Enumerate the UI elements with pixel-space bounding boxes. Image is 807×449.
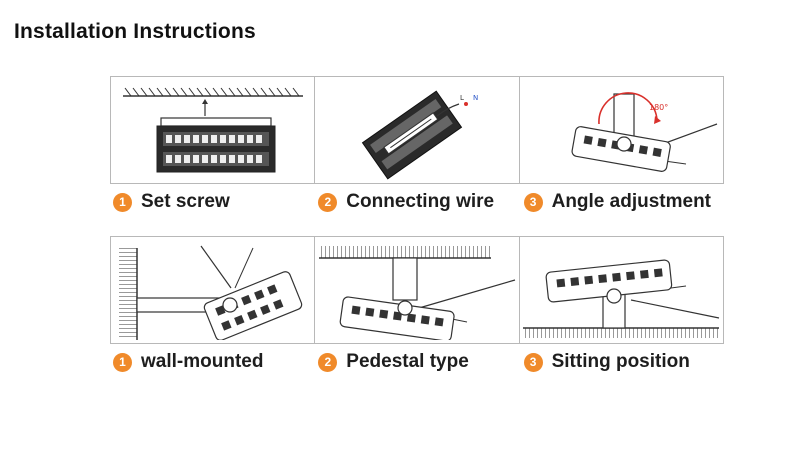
panel-set-screw	[110, 76, 316, 184]
step-number-badge: 3	[523, 352, 543, 372]
caption-row-bottom: 1 wall-mounted 2 Pedestal type 3 Sitting…	[110, 344, 726, 380]
caption-label: wall-mounted	[141, 351, 264, 372]
wire-label-n: N	[473, 94, 478, 102]
caption-label: Set screw	[141, 191, 230, 212]
ceiling-bracket-illustration	[122, 87, 303, 173]
wall-mount-illustration	[118, 245, 302, 340]
wire-label-l: L	[460, 94, 464, 102]
step-number-badge: 2	[318, 192, 338, 212]
illustration-row-top: L N 180°	[110, 76, 726, 184]
caption-label: Sitting position	[551, 351, 690, 372]
caption-angle-adjustment: 3 Angle adjustment	[521, 191, 726, 213]
panel-angle-adjustment: 180°	[518, 76, 724, 184]
caption-sitting-position: 3 Sitting position	[521, 351, 726, 373]
caption-label: Pedestal type	[346, 351, 469, 372]
panel-wall-mounted	[110, 236, 316, 344]
step-number-badge: 3	[523, 192, 543, 212]
sitting-illustration	[523, 259, 720, 338]
caption-set-screw: 1 Set screw	[110, 191, 315, 213]
step-number-badge: 1	[113, 352, 132, 372]
caption-label: Connecting wire	[346, 191, 495, 212]
caption-wall-mounted: 1 wall-mounted	[110, 351, 315, 373]
illustration-row-bottom	[110, 236, 726, 344]
caption-connecting-wire: 2 Connecting wire	[315, 191, 520, 213]
caption-label: Angle adjustment	[551, 191, 711, 212]
panel-sitting-position	[518, 236, 724, 344]
angle-adjust-illustration: 180°	[571, 92, 718, 172]
wiring-illustration: L N	[361, 90, 478, 180]
step-number-badge: 2	[318, 352, 338, 372]
page-title: Installation Instructions	[14, 20, 256, 43]
step-number-badge: 1	[113, 192, 132, 212]
caption-row-top: 1 Set screw 2 Connecting wire 3 Angle ad…	[110, 184, 726, 220]
panel-pedestal-type	[314, 236, 520, 344]
panel-connecting-wire: L N	[314, 76, 520, 184]
instructions-grid: L N 180°	[110, 76, 726, 380]
angle-label: 180°	[649, 103, 668, 112]
caption-pedestal-type: 2 Pedestal type	[315, 351, 520, 373]
pedestal-illustration	[318, 246, 516, 340]
